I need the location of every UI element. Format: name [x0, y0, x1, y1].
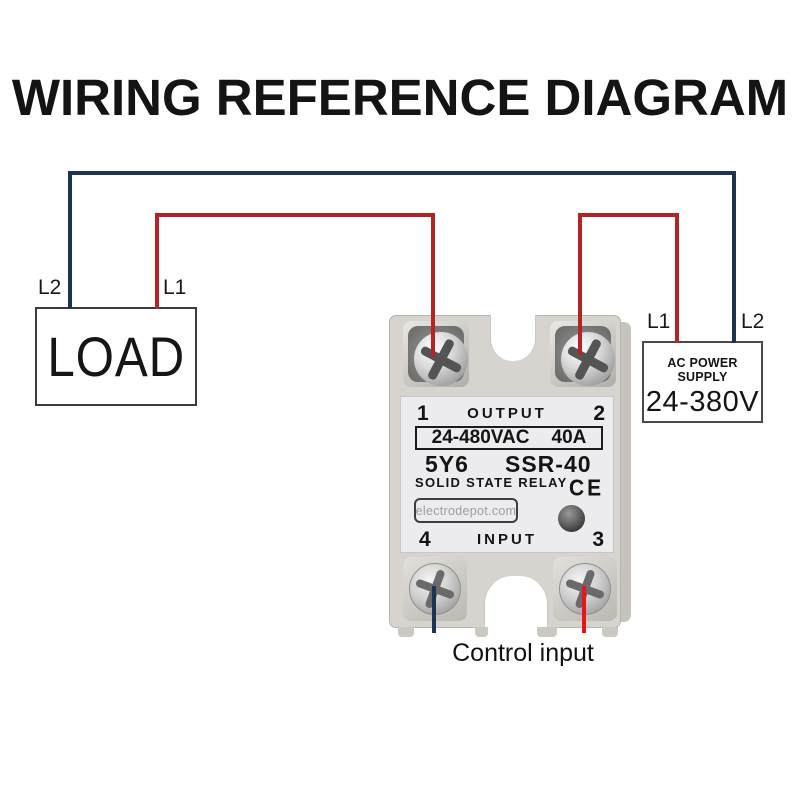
relay-foot: [398, 627, 414, 637]
ac-power-supply-box: AC POWER SUPPLY 24-380V: [642, 341, 763, 423]
relay-type-label: SOLID STATE RELAY: [415, 475, 568, 490]
rating-current: 40A: [551, 427, 587, 448]
terminal-1-inset: [408, 326, 468, 386]
relay-label-plate: 1 OUTPUT 2 24-480VAC 40A 5Y6 SSR-40 SOLI…: [400, 396, 614, 553]
relay-top-notch: [490, 315, 536, 361]
relay-foot: [537, 627, 557, 637]
relay-foot: [475, 627, 488, 637]
model-code: 5Y6: [425, 451, 469, 477]
ce-mark-icon: CE: [569, 476, 605, 501]
brand-box: electrodepot.com: [414, 498, 518, 523]
screw-terminal-1-icon: [414, 332, 468, 386]
wire-terminal2-to-supply: [578, 213, 679, 217]
wire-supply-l1-vertical: [675, 213, 679, 343]
wire-control-negative: [432, 586, 436, 633]
wire-load-l1-vertical: [155, 213, 159, 309]
screw-terminal-2-icon: [561, 332, 615, 386]
supply-terminal-l2-label: L2: [741, 310, 765, 333]
relay-bottom-notch: [484, 576, 548, 630]
output-label: OUTPUT: [467, 405, 547, 422]
load-terminal-l2-label: L2: [38, 276, 62, 299]
wire-load-l2-vertical: [68, 171, 72, 309]
pin-2-label: 2: [593, 402, 605, 425]
brand-label: electrodepot.com: [415, 503, 517, 518]
wire-l2-horizontal: [68, 171, 736, 175]
relay-foot: [602, 627, 618, 637]
input-label: INPUT: [477, 531, 537, 548]
wire-terminal2-rise: [578, 213, 582, 355]
ac-power-supply-voltage: 24-380V: [645, 386, 760, 418]
control-input-label: Control input: [452, 639, 594, 667]
solid-state-relay: 1 OUTPUT 2 24-480VAC 40A 5Y6 SSR-40 SOLI…: [389, 315, 621, 637]
terminal-2-inset: [555, 326, 615, 386]
load-terminal-l1-label: L1: [163, 276, 187, 299]
load-box: LOAD: [35, 307, 197, 406]
wire-terminal1-drop: [431, 213, 435, 357]
status-led-icon: [558, 505, 585, 532]
output-terminal-1-block: [403, 321, 469, 387]
wire-l1-to-terminal1: [155, 213, 435, 217]
ac-power-supply-label: AC POWER SUPPLY: [667, 356, 738, 384]
page-title: WIRING REFERENCE DIAGRAM: [11, 69, 789, 126]
rating-box: 24-480VAC 40A: [415, 426, 603, 450]
pin-1-label: 1: [417, 402, 429, 425]
rating-voltage: 24-480VAC: [431, 427, 530, 448]
load-label: LOAD: [47, 325, 185, 388]
pin-3-label: 3: [592, 528, 604, 551]
wire-control-positive: [582, 586, 586, 633]
relay-side-face: [620, 322, 631, 622]
supply-terminal-l1-label: L1: [647, 310, 671, 333]
pin-4-label: 4: [419, 528, 431, 551]
model-series: SSR-40: [505, 451, 592, 477]
wire-supply-l2-vertical: [732, 171, 736, 343]
output-terminal-2-block: [550, 321, 616, 387]
